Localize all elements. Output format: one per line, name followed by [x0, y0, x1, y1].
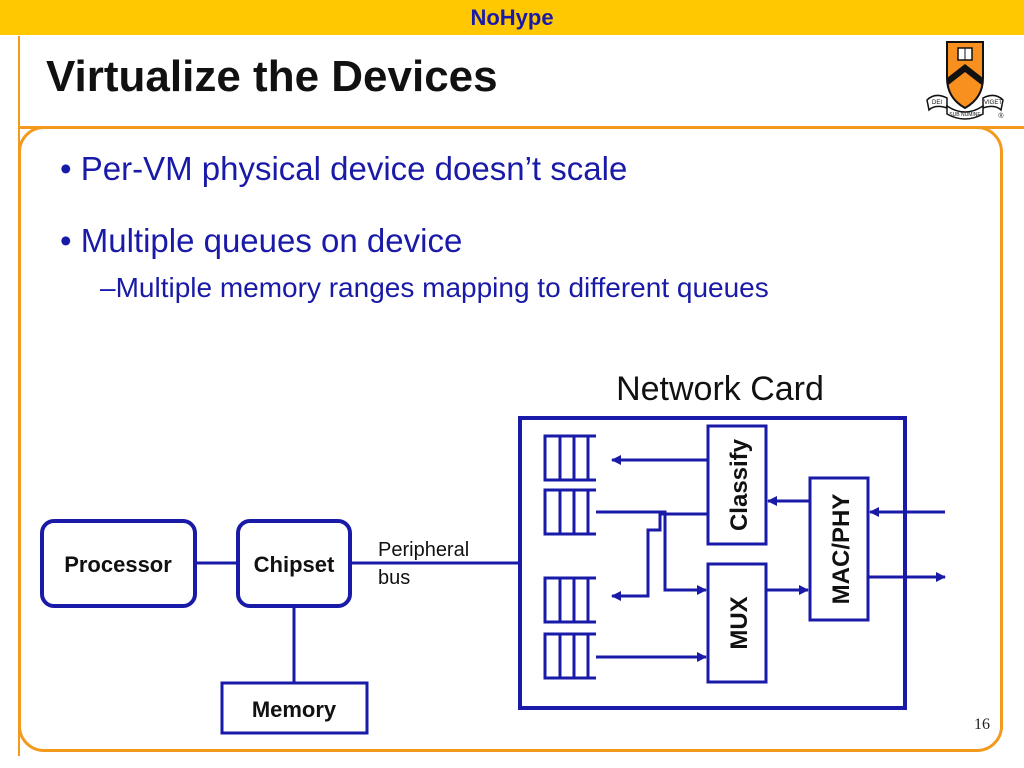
subbullet-1: –Multiple memory ranges mapping to diffe… [100, 272, 769, 303]
macphy-box [808, 476, 870, 622]
logo-motto-middle: SUB NUMINE [949, 112, 981, 118]
bus-label-line1: Peripheral [378, 539, 469, 561]
queue-2 [543, 488, 596, 536]
network-card-label: Network Card [616, 370, 824, 408]
page-number: 16 [974, 716, 990, 733]
bullet-1: • Per-VM physical device doesn’t scale [60, 150, 628, 187]
header-bar: NoHype [0, 0, 1024, 35]
logo-registered-mark: ® [998, 112, 1004, 120]
logo-motto-left: DEI [932, 100, 942, 106]
queue-3 [543, 576, 596, 624]
queue-4 [543, 632, 596, 680]
classify-label: Classify [726, 438, 753, 531]
mux-box [706, 562, 768, 684]
bus-label-line2: bus [378, 567, 410, 589]
content-frame [18, 126, 1003, 752]
mux-label: MUX [726, 596, 753, 649]
arrow-queue2-to-mux [596, 510, 707, 595]
slide-title: Virtualize the Devices [46, 52, 498, 101]
title-divider [18, 126, 1024, 129]
logo-motto-right: VIGET [984, 100, 1002, 106]
memory-label: Memory [252, 697, 337, 722]
queue-1 [543, 434, 596, 482]
princeton-shield-logo: DEI SUB NUMINE VIGET ® [926, 41, 1004, 120]
header-title: NoHype [470, 5, 554, 30]
chipset-label: Chipset [254, 552, 335, 577]
bullet-2: • Multiple queues on device [60, 222, 463, 259]
macphy-label: MAC/PHY [828, 494, 855, 605]
processor-label: Processor [64, 552, 172, 577]
classify-box [706, 424, 768, 546]
arrow-classify-to-queue3 [611, 512, 708, 601]
